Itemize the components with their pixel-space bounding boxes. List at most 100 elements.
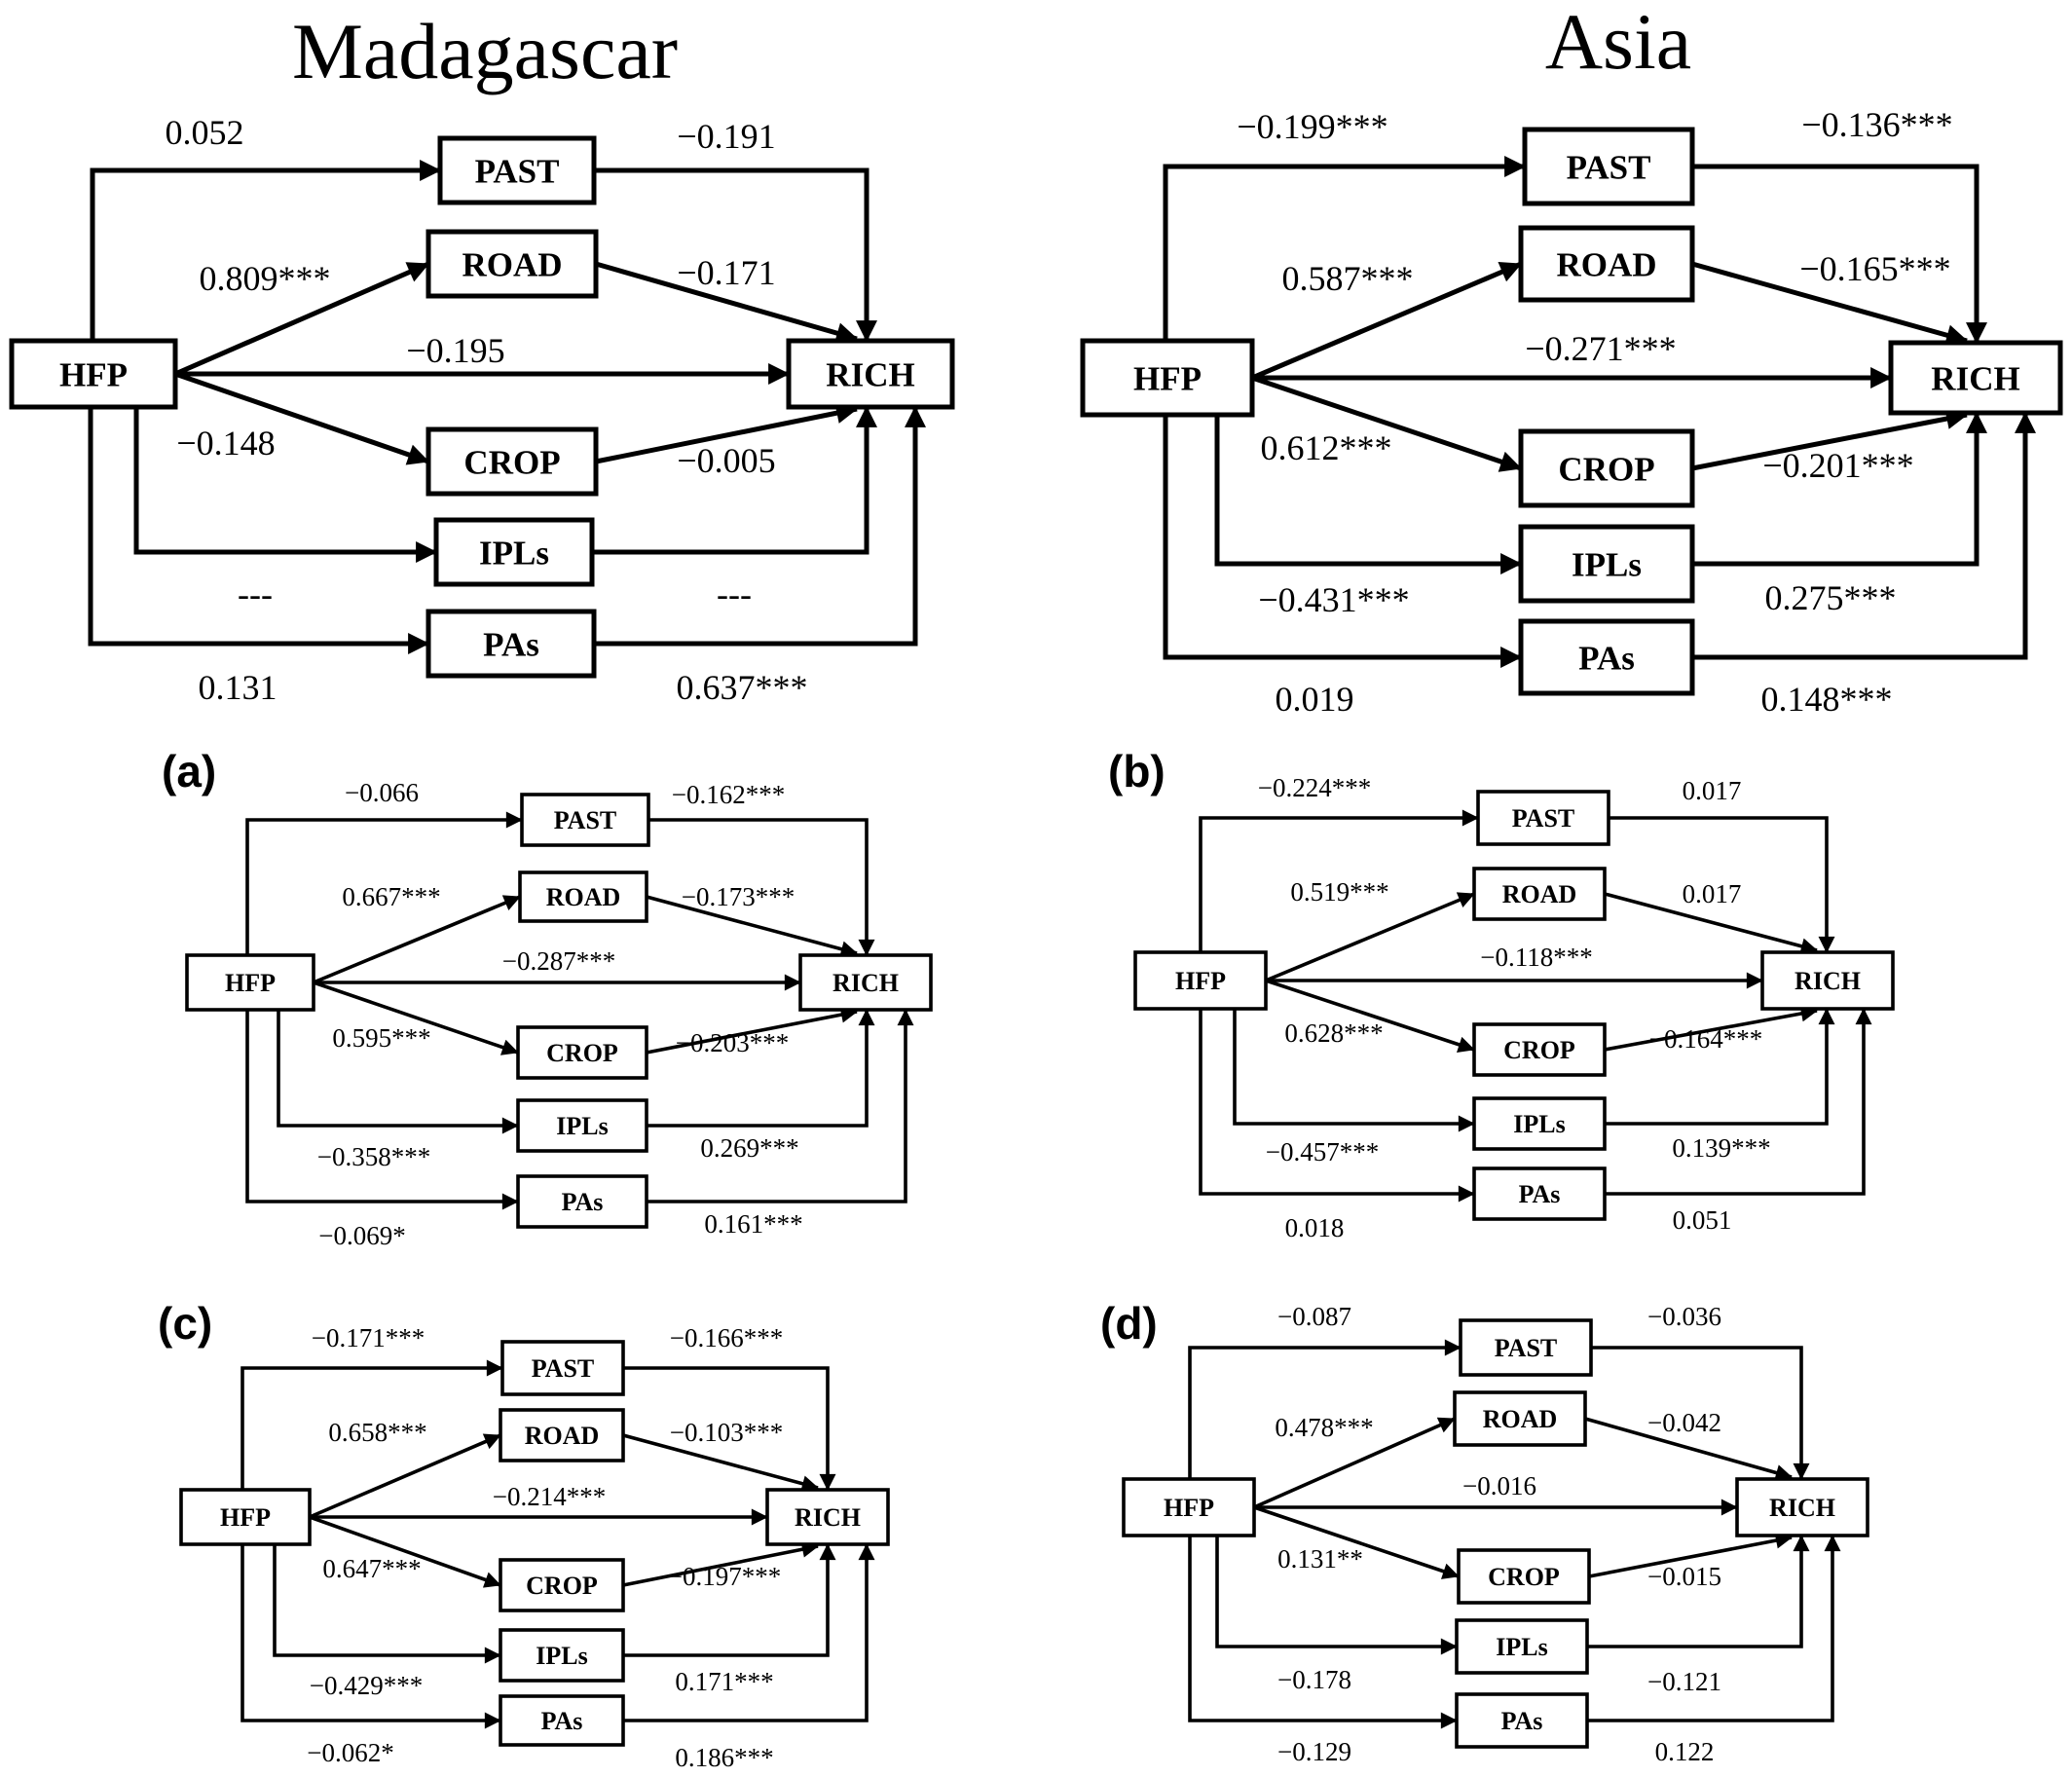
node-ipls: IPLs bbox=[433, 517, 595, 587]
node-pas-label: PAs bbox=[541, 1707, 583, 1735]
edge-hfp-pas bbox=[240, 1544, 501, 1729]
node-pas-label: PAs bbox=[1501, 1707, 1543, 1735]
edge-hfp-pas bbox=[1188, 1536, 1458, 1729]
node-past-box bbox=[1459, 1318, 1593, 1377]
node-rich: RICH bbox=[1760, 950, 1895, 1011]
coefficient-label: −0.165*** bbox=[1799, 249, 1950, 288]
edge-hfp-past bbox=[90, 160, 442, 341]
coefficient-label: −0.195 bbox=[406, 331, 504, 370]
title-madagascar: Madagascar bbox=[292, 7, 678, 95]
coefficient-label: −0.287*** bbox=[502, 946, 615, 976]
edge-pas-rich bbox=[594, 405, 926, 647]
node-hfp: HFP bbox=[1133, 950, 1268, 1011]
node-rich-box bbox=[786, 338, 955, 410]
node-rich-box bbox=[1735, 1477, 1869, 1537]
node-ipls: IPLs bbox=[1472, 1096, 1607, 1151]
edge-pas-rich bbox=[1692, 411, 2036, 660]
node-crop-box bbox=[516, 1025, 648, 1080]
node-crop: CROP bbox=[426, 426, 599, 497]
node-pas: PAs bbox=[499, 1694, 625, 1747]
edge-road-rich bbox=[1584, 1417, 1793, 1481]
edge-hfp-ipls bbox=[1214, 415, 1523, 574]
edge-ipls-rich bbox=[1605, 1008, 1835, 1126]
node-past-box bbox=[437, 135, 597, 205]
node-crop-box bbox=[499, 1558, 625, 1612]
coefficient-label: 0.628*** bbox=[1284, 1018, 1383, 1048]
edge-crop-rich bbox=[622, 1540, 819, 1587]
node-pas-label: PAs bbox=[1578, 639, 1635, 677]
coefficient-label: 0.647*** bbox=[322, 1554, 421, 1583]
path-diagram-madagascar-top: HFPPASTROADCROPIPLsPAsRICH0.0520.809***−… bbox=[9, 113, 955, 707]
node-past-label: PAST bbox=[1567, 148, 1651, 186]
node-road: ROAD bbox=[1518, 225, 1695, 303]
edge-ipls-rich bbox=[647, 1009, 875, 1128]
coefficient-label: 0.637*** bbox=[677, 668, 808, 707]
node-pas-box bbox=[426, 609, 597, 679]
edge-crop-rich bbox=[1604, 1005, 1818, 1052]
coefficient-label: 0.122 bbox=[1655, 1737, 1715, 1766]
title-asia: Asia bbox=[1545, 0, 1691, 86]
node-hfp-box bbox=[179, 1488, 312, 1546]
edge-hfp-crop bbox=[309, 1515, 501, 1588]
edge-ipls-rich bbox=[1692, 411, 1987, 567]
path-diagram-c: HFPPASTROADCROPIPLsPAsRICH−0.171***0.658… bbox=[179, 1323, 890, 1772]
node-ipls: IPLs bbox=[516, 1098, 648, 1153]
coefficient-label: 0.519*** bbox=[1290, 877, 1388, 907]
coefficient-label: −0.431*** bbox=[1258, 580, 1409, 619]
node-rich: RICH bbox=[765, 1488, 890, 1546]
node-pas-box bbox=[516, 1174, 648, 1229]
node-hfp-box bbox=[185, 953, 315, 1012]
edge-hfp-road bbox=[174, 261, 430, 377]
edge-crop-rich bbox=[595, 402, 859, 464]
edge-road-rich bbox=[595, 261, 859, 344]
edge-past-rich bbox=[594, 167, 877, 343]
edge-past-rich bbox=[648, 818, 875, 956]
coefficient-label: 0.131 bbox=[199, 668, 278, 707]
coefficient-label: −0.162*** bbox=[672, 780, 785, 809]
coefficient-label: −0.062* bbox=[307, 1738, 393, 1767]
path-diagram-b: HFPPASTROADCROPIPLsPAsRICH−0.224***0.519… bbox=[1133, 773, 1895, 1242]
node-pas: PAs bbox=[516, 1174, 648, 1229]
coefficient-label: −0.429*** bbox=[310, 1671, 423, 1700]
node-ipls-label: IPLs bbox=[1496, 1633, 1547, 1661]
node-rich-label: RICH bbox=[795, 1503, 861, 1532]
node-rich-box bbox=[765, 1488, 890, 1546]
path-diagram-panels: HFPPASTROADCROPIPLsPAsRICH0.0520.809***−… bbox=[9, 105, 2063, 1772]
edge-hfp-past bbox=[245, 811, 523, 955]
node-ipls-box bbox=[1518, 524, 1695, 604]
node-past-box bbox=[1476, 790, 1610, 846]
coefficient-label: −0.178 bbox=[1277, 1665, 1351, 1694]
edge-past-rich bbox=[1609, 816, 1835, 953]
edge-hfp-ipls bbox=[1215, 1536, 1458, 1655]
node-past-label: PAST bbox=[1512, 804, 1575, 833]
node-rich-label: RICH bbox=[1931, 359, 2019, 397]
node-hfp: HFP bbox=[185, 953, 315, 1012]
coefficient-label: −0.069* bbox=[318, 1221, 405, 1250]
node-pas-box bbox=[1455, 1692, 1589, 1749]
node-past: PAST bbox=[1476, 790, 1610, 846]
node-crop-label: CROP bbox=[546, 1039, 618, 1067]
path-diagram-d: HFPPASTROADCROPIPLsPAsRICH−0.0870.478***… bbox=[1122, 1302, 1869, 1766]
path-diagram-a: HFPPASTROADCROPIPLsPAsRICH−0.0660.667***… bbox=[185, 778, 933, 1250]
node-hfp-label: HFP bbox=[220, 1503, 271, 1532]
node-rich: RICH bbox=[786, 338, 955, 410]
coefficient-label: −0.036 bbox=[1647, 1302, 1721, 1331]
coefficient-label: −0.358*** bbox=[317, 1142, 430, 1171]
node-road-label: ROAD bbox=[1483, 1405, 1558, 1433]
node-road-label: ROAD bbox=[462, 245, 562, 283]
node-ipls-box bbox=[1455, 1618, 1589, 1675]
edge-hfp-ipls bbox=[277, 1010, 519, 1134]
node-past: PAST bbox=[437, 135, 597, 205]
node-pas: PAs bbox=[1472, 1166, 1607, 1221]
coefficient-label: −0.197*** bbox=[668, 1562, 781, 1591]
node-ipls-box bbox=[499, 1628, 625, 1683]
edge-hfp-road bbox=[1251, 261, 1523, 381]
coefficient-label: −0.118*** bbox=[1480, 943, 1592, 972]
node-rich-label: RICH bbox=[832, 969, 899, 997]
edge-road-rich bbox=[1604, 892, 1818, 955]
node-pas-box bbox=[499, 1694, 625, 1747]
node-road-box bbox=[1453, 1390, 1587, 1447]
coefficient-label: −0.171*** bbox=[312, 1323, 425, 1352]
coefficient-label: 0.017 bbox=[1683, 776, 1742, 805]
coefficient-label: −0.166*** bbox=[670, 1323, 783, 1352]
